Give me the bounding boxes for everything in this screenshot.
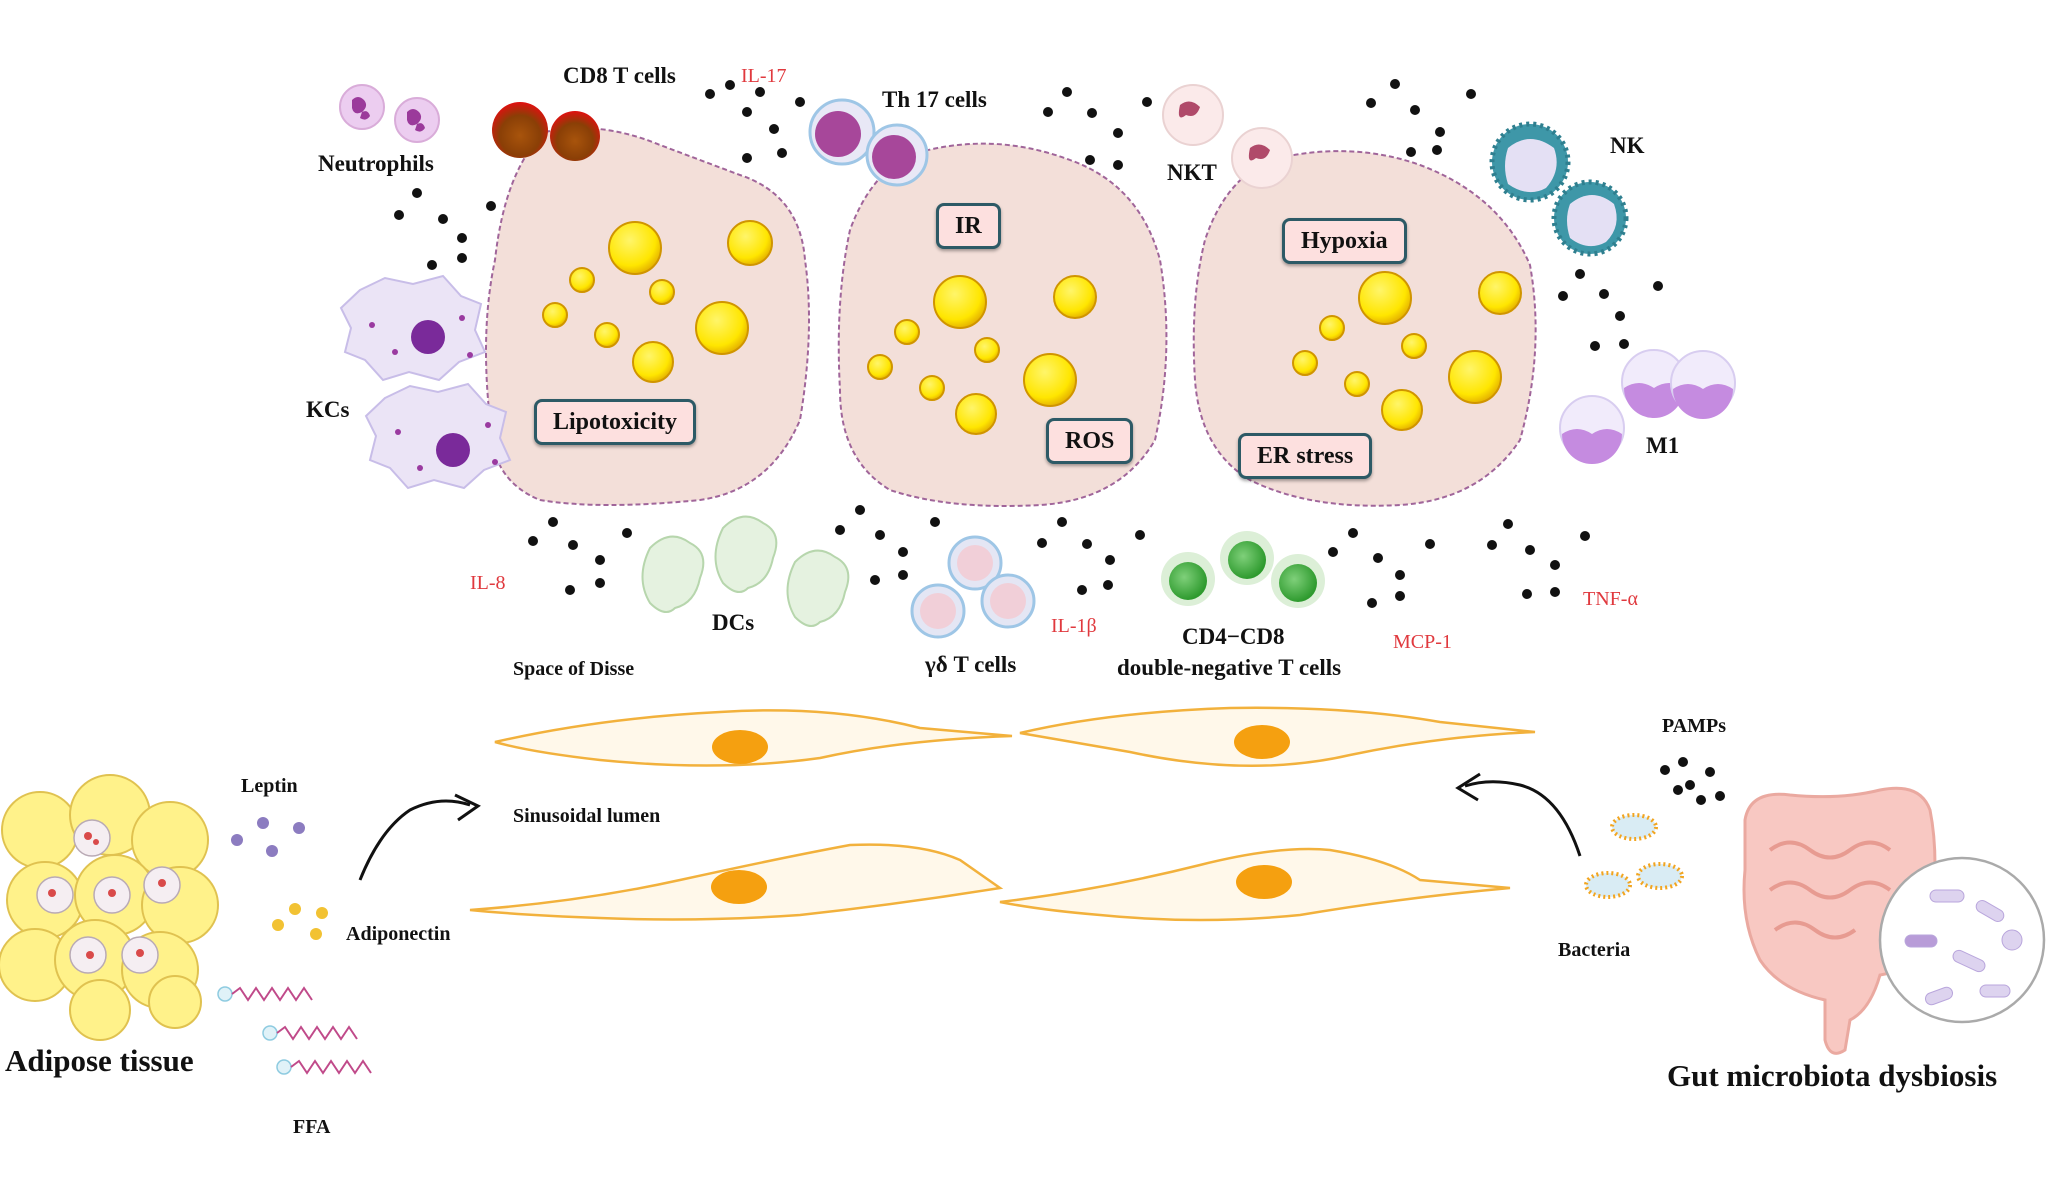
kcs-label: KCs	[306, 397, 350, 422]
m1-label: M1	[1646, 433, 1680, 458]
gut-illustration	[1742, 786, 2046, 1055]
double-negative-t-cells-label: double-negative T cells	[1117, 655, 1342, 680]
dendritic-cells	[641, 515, 850, 627]
cd8-t-cells-label: CD8 T cells	[563, 63, 676, 88]
kupffer-cells	[339, 274, 512, 490]
th17-cells	[808, 98, 929, 187]
pamps-label: PAMPs	[1662, 715, 1727, 737]
leptin-dots	[231, 817, 305, 857]
neutrophil-cells	[339, 84, 440, 143]
ffa-label: FFA	[293, 1116, 331, 1138]
sinusoidal-lumen-label: Sinusoidal lumen	[513, 805, 661, 827]
lipotoxicity-box: Lipotoxicity	[534, 399, 696, 445]
il1b-label: IL-1β	[1051, 615, 1097, 637]
m1-macrophages	[1559, 349, 1736, 464]
ir-box: IR	[936, 203, 1001, 249]
nk-label: NK	[1610, 133, 1645, 158]
tnfa-label: TNF-α	[1583, 588, 1638, 610]
adipose-tissue-label: Adipose tissue	[5, 1043, 194, 1078]
gut-microbiota-dysbiosis-label: Gut microbiota dysbiosis	[1667, 1058, 1998, 1093]
lipid-droplets-right	[1292, 271, 1522, 431]
il17-label: IL-17	[741, 65, 787, 87]
th17-cells-label: Th 17 cells	[882, 87, 987, 112]
hepatocyte-middle	[837, 142, 1168, 507]
mcp1-label: MCP-1	[1393, 631, 1452, 653]
dcs-label: DCs	[712, 610, 755, 635]
adipose-arrow	[358, 793, 481, 881]
il8-label: IL-8	[470, 572, 506, 594]
lipid-droplets-middle	[867, 275, 1097, 435]
nkt-label: NKT	[1167, 160, 1217, 185]
adipose-immune-cells	[36, 819, 181, 974]
cd8-t-cells	[492, 102, 600, 161]
lipid-droplets-left	[542, 220, 773, 383]
bacteria-label: Bacteria	[1558, 939, 1631, 961]
endothelial-nuclei	[711, 725, 1292, 904]
gamma-delta-t-cells-label: γδ T cells	[925, 652, 1017, 677]
endothelial-cells	[469, 706, 1536, 922]
leptin-label: Leptin	[241, 775, 298, 797]
neutrophils-label: Neutrophils	[318, 151, 434, 176]
hepatocyte-right	[1192, 150, 1537, 507]
space-of-disse-label: Space of Disse	[513, 658, 635, 680]
hypoxia-box: Hypoxia	[1282, 218, 1407, 264]
nkt-cells	[1162, 84, 1293, 189]
cd4-cd8-label: CD4−CD8	[1182, 624, 1285, 649]
bacteria-cells	[1584, 813, 1684, 899]
er-stress-box: ER stress	[1238, 433, 1373, 479]
nk-cells	[1489, 121, 1629, 257]
double-negative-t-cells	[1161, 531, 1325, 608]
cytokine-dots	[394, 79, 1725, 805]
gamma-delta-t-cells	[910, 535, 1036, 639]
ros-box: ROS	[1046, 418, 1134, 464]
adipose-cell-nuclei	[48, 832, 166, 959]
adiponectin-dots	[272, 903, 328, 940]
adiponectin-label: Adiponectin	[346, 923, 451, 945]
bacteria-arrow	[1455, 772, 1582, 857]
hepatocyte-left	[485, 127, 810, 506]
ffa-molecules	[217, 986, 372, 1075]
